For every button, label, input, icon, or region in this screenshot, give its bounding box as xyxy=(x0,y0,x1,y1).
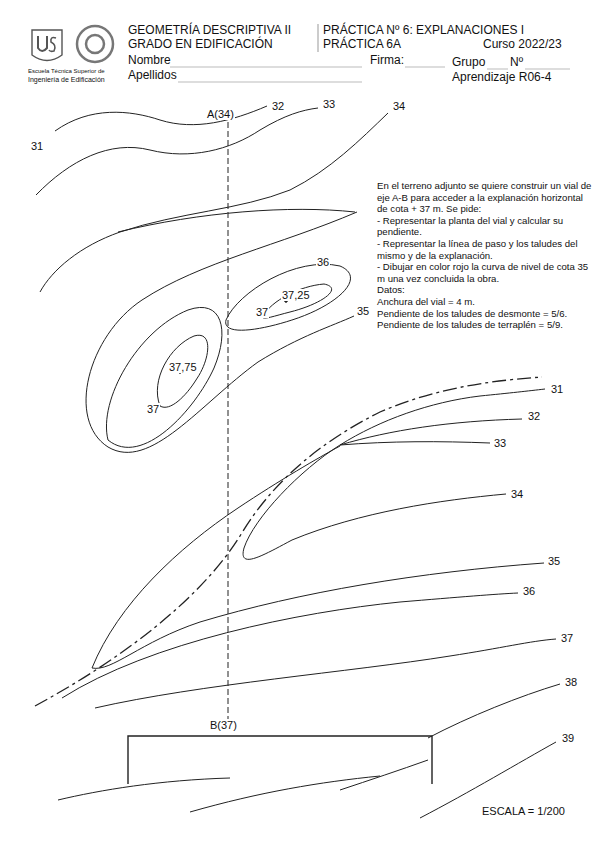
point-label: A(34) xyxy=(206,108,235,120)
header-text: PRÁCTICA 6A xyxy=(323,38,401,51)
contour-value: 37 xyxy=(255,306,269,318)
contour-value: 31 xyxy=(30,140,44,152)
contour-value: 35 xyxy=(356,305,370,317)
contour-value: 34 xyxy=(510,488,524,500)
contour-value: 33 xyxy=(322,98,336,110)
contour-value: 34 xyxy=(392,100,406,112)
contour-value: 36 xyxy=(316,256,330,268)
contour-value: 38 xyxy=(564,676,578,688)
instruction-text: Pendiente de los taludes de desmonte = 5… xyxy=(377,308,593,320)
field-label: Grupo xyxy=(452,56,485,69)
header-text: GEOMETRÍA DESCRIPTIVA II xyxy=(128,24,291,37)
header-text: Curso 2022/23 xyxy=(483,38,562,51)
contour-value: 35 xyxy=(547,555,561,567)
contour-value: 36 xyxy=(522,585,536,597)
logo-text: Escuela Técnica Superior de xyxy=(28,68,105,75)
point-label: B(37) xyxy=(209,719,238,731)
contour-value: 32 xyxy=(527,410,541,422)
logo-text: Ingeniería de Edificación xyxy=(28,76,105,84)
instruction-text: - Representar la planta del vial y calcu… xyxy=(377,215,593,238)
instruction-block: En el terreno adjunto se quiere construi… xyxy=(377,180,593,331)
spot-height: 37,25 xyxy=(281,289,311,301)
spot-height: 37,75 xyxy=(168,361,198,373)
contour-value: 39 xyxy=(561,732,575,744)
field-label: Nº xyxy=(510,56,523,69)
instruction-text: Datos: xyxy=(377,284,593,296)
instruction-text: Anchura del vial = 4 m. xyxy=(377,296,593,308)
instruction-text: En el terreno adjunto se quiere construi… xyxy=(377,180,593,215)
field-label: Firma: xyxy=(370,54,404,67)
contour-value: 32 xyxy=(271,100,285,112)
contour-value: 31 xyxy=(550,383,564,395)
header-text: PRÁCTICA Nº 6: EXPLANACIONES I xyxy=(323,24,524,37)
field-label: Aprendizaje R06-4 xyxy=(452,71,551,84)
instruction-text: - Representar la línea de paso y los tal… xyxy=(377,238,593,261)
instruction-text: Pendiente de los taludes de terraplén = … xyxy=(377,319,593,331)
field-label: Apellidos xyxy=(128,69,177,82)
contour-value: 37 xyxy=(146,403,160,415)
contour-value: 33 xyxy=(493,437,507,449)
contour-value: 37 xyxy=(560,632,574,644)
scale-note: ESCALA = 1/200 xyxy=(482,805,565,817)
field-label: Nombre xyxy=(128,54,171,67)
instruction-text: - Dibujar en color rojo la curva de nive… xyxy=(377,261,593,284)
header-text: GRADO EN EDIFICACIÓN xyxy=(128,38,273,51)
